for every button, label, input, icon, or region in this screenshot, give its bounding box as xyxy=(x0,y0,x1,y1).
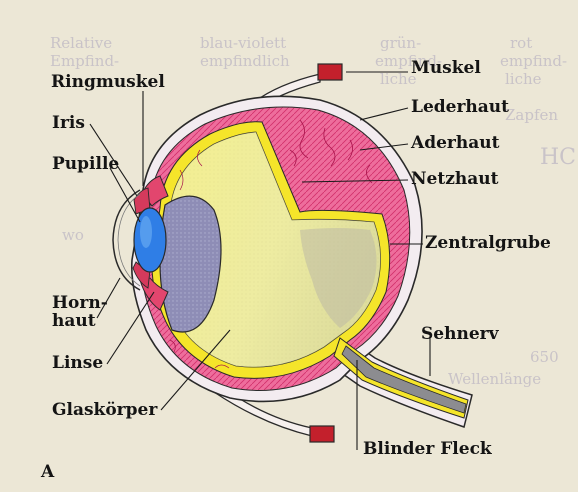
label-hornhaut-line2: haut xyxy=(52,311,96,331)
show-through-text: Empfind- xyxy=(50,52,120,70)
pupil-highlight xyxy=(140,216,152,248)
label-netzhaut: Netzhaut xyxy=(411,169,499,189)
show-through-text: liche xyxy=(380,70,417,88)
panel-letter: A xyxy=(41,462,55,482)
show-through-text: empfindlich xyxy=(200,52,290,70)
leader-aderhaut xyxy=(359,143,409,151)
upper-muscle xyxy=(317,63,343,81)
vitreous-shadow xyxy=(300,228,377,328)
leader-hornhaut xyxy=(96,277,121,319)
show-through-text: empfind- xyxy=(500,52,568,70)
cornea xyxy=(112,189,141,291)
show-through-text: liche xyxy=(505,70,542,88)
show-through-text: wo xyxy=(62,226,84,244)
label-hornhaut: Horn- haut xyxy=(52,294,108,330)
label-glaskoerper: Glaskörper xyxy=(52,400,158,420)
optic-nerve xyxy=(341,345,467,414)
label-zentralgrube: Zentralgrube xyxy=(425,233,551,253)
leader-lines xyxy=(89,71,431,450)
label-pupille: Pupille xyxy=(52,154,120,174)
show-through-text: Relative xyxy=(50,34,113,52)
lower-muscle xyxy=(309,425,335,443)
leader-netzhaut xyxy=(301,179,409,183)
leader-glaskoerper xyxy=(160,329,231,411)
label-sehnerv: Sehnerv xyxy=(421,324,499,344)
show-through-text: Wellenlänge xyxy=(448,370,542,388)
label-linse: Linse xyxy=(52,353,104,373)
leader-linse xyxy=(106,291,155,365)
show-through-text: blau-violett xyxy=(200,34,287,52)
label-lederhaut: Lederhaut xyxy=(411,97,510,117)
vessels-front xyxy=(169,149,230,369)
label-hornhaut-line1: Horn- xyxy=(52,293,108,313)
label-blinder-fleck: Blinder Fleck xyxy=(363,439,492,459)
leader-pupille xyxy=(109,167,141,223)
leader-lederhaut xyxy=(359,107,409,121)
show-through-text: HC xyxy=(540,145,577,170)
show-through-text: 650 xyxy=(530,348,559,366)
leader-iris xyxy=(89,123,138,197)
label-aderhaut: Aderhaut xyxy=(411,133,500,153)
show-through-text: grün- xyxy=(380,34,422,52)
show-through-text: Zapfen xyxy=(505,106,559,124)
label-iris: Iris xyxy=(52,113,85,133)
label-muskel: Muskel xyxy=(411,58,481,78)
vessels xyxy=(289,119,373,184)
show-through-text: empfind- xyxy=(375,52,443,70)
show-through-text: rot xyxy=(510,34,533,52)
label-ringmuskel: Ringmuskel xyxy=(51,72,165,92)
